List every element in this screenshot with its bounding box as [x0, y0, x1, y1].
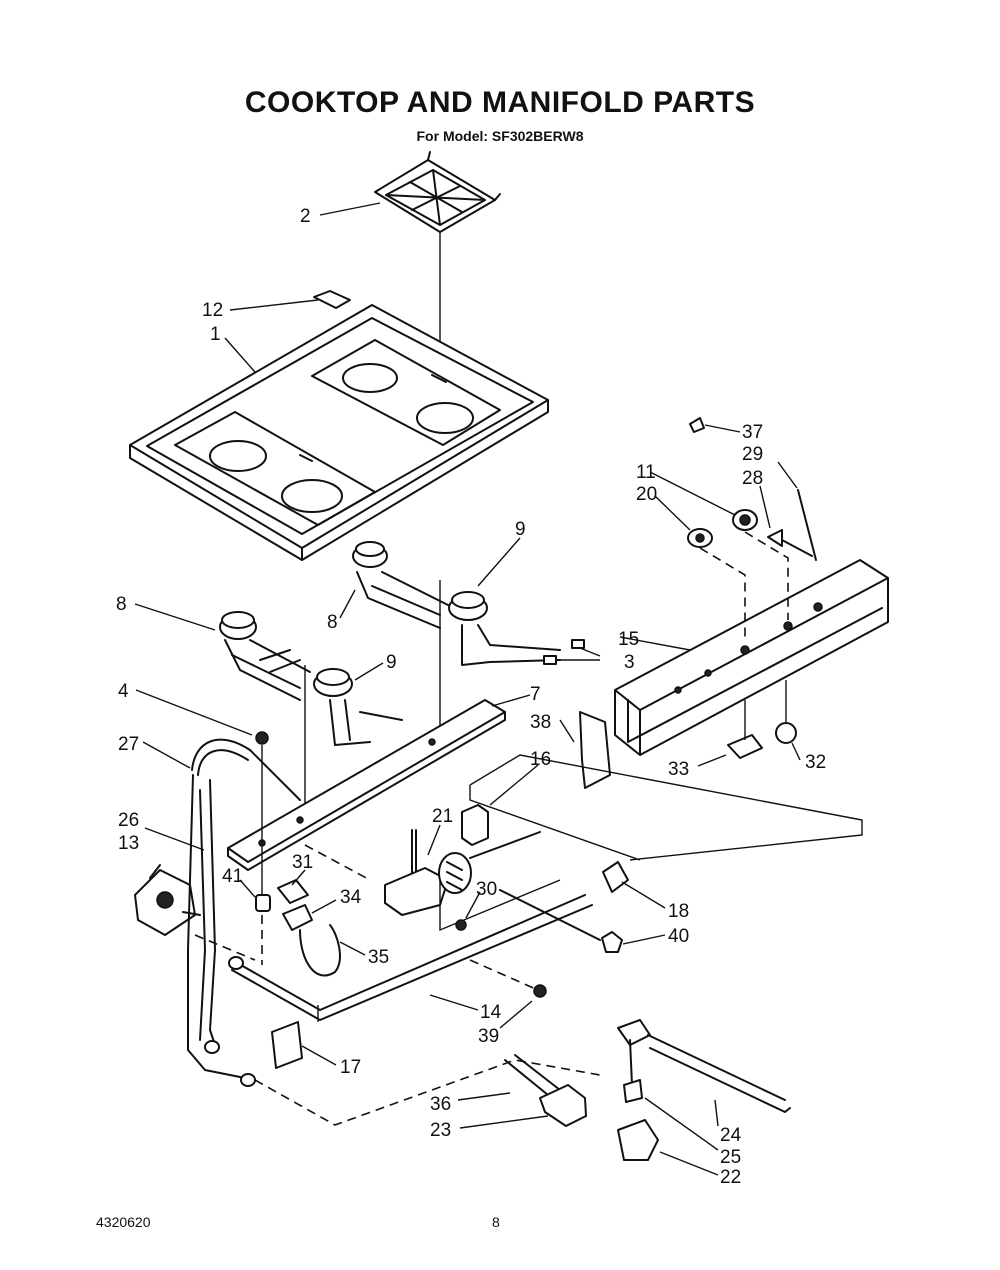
nut-part-40 [601, 931, 623, 953]
bracket-part-31 [277, 879, 309, 904]
screw-part-30 [455, 919, 467, 931]
label-part-27: 27 [118, 734, 139, 755]
spacer-part-41 [255, 894, 271, 912]
burner-grate-part-2 [374, 151, 501, 233]
burner-assembly-rear [352, 541, 561, 666]
manifold-panel-part-15 [614, 559, 889, 756]
wire-part-35 [299, 924, 341, 977]
label-part-41: 41 [222, 866, 243, 887]
cooktop-part-1 [129, 304, 549, 561]
label-part-30: 30 [476, 879, 497, 900]
label-part-22: 22 [720, 1167, 741, 1188]
label-part-18: 18 [668, 901, 689, 922]
label-part-33: 33 [668, 759, 689, 780]
broiler-burner-assembly [504, 1019, 791, 1161]
label-part-40: 40 [668, 926, 689, 947]
label-part-38: 38 [530, 712, 551, 733]
label-part-12: 12 [202, 300, 223, 321]
label-part-4: 4 [118, 681, 129, 702]
clip-part-33 [727, 734, 763, 759]
nut-part-32 [775, 722, 797, 744]
label-part-8a: 8 [116, 594, 127, 615]
valve-knobs [687, 417, 817, 561]
label-part-8b: 8 [327, 612, 338, 633]
label-part-17: 17 [340, 1057, 361, 1078]
label-part-14: 14 [480, 1002, 502, 1023]
label-part-1: 1 [210, 324, 221, 345]
label-part-15: 15 [618, 629, 639, 650]
nut-part-4 [255, 731, 269, 745]
label-part-2: 2 [300, 206, 311, 227]
support-frame [469, 754, 863, 861]
burner-support-part-7 [227, 699, 506, 871]
label-part-31: 31 [292, 852, 313, 873]
label-part-39: 39 [478, 1026, 499, 1047]
switch-part-16 [461, 804, 489, 846]
label-part-29: 29 [742, 444, 763, 465]
switch-part-34 [282, 904, 313, 931]
model-subtitle: For Model: SF302BERW8 [416, 128, 584, 144]
regulator-valve-part-13 [134, 864, 201, 936]
label-part-34: 34 [340, 887, 362, 908]
leader-lines [134, 202, 801, 1176]
page-title: COOKTOP AND MANIFOLD PARTS [244, 86, 756, 119]
bracket-part-38 [579, 711, 611, 789]
label-part-35: 35 [368, 947, 389, 968]
document-number: 4320620 [96, 1214, 151, 1230]
label-part-28: 28 [742, 468, 763, 489]
label-part-13: 13 [118, 833, 139, 854]
label-part-26: 26 [118, 810, 139, 831]
page-number: 8 [492, 1214, 500, 1230]
label-part-11: 11 [636, 462, 656, 483]
part-labels: 2 12 1 8 8 9 9 4 7 27 26 13 16 21 31 41 … [116, 206, 826, 1188]
label-part-9a: 9 [515, 519, 526, 540]
nut-part-39 [533, 984, 547, 998]
label-part-20: 20 [636, 484, 657, 505]
label-part-36: 36 [430, 1094, 451, 1115]
label-part-25: 25 [720, 1147, 741, 1168]
manifold-pipe-part-14 [228, 894, 593, 1021]
nuts-part-3 [543, 639, 585, 665]
label-part-21: 21 [432, 806, 453, 827]
label-part-7: 7 [530, 684, 541, 705]
label-part-9b: 9 [386, 652, 397, 673]
bracket-part-18 [602, 861, 629, 893]
label-part-37: 37 [742, 422, 763, 443]
label-part-16: 16 [530, 749, 551, 770]
bracket-part-17 [271, 1021, 303, 1069]
tube-part-27 [191, 738, 301, 801]
burner-assembly-front [219, 611, 403, 746]
label-part-32: 32 [805, 752, 826, 773]
tube-part-26 [199, 779, 216, 1046]
label-part-24: 24 [720, 1125, 742, 1146]
label-part-3: 3 [624, 652, 635, 673]
clip-part-12 [313, 290, 351, 309]
label-part-23: 23 [430, 1120, 451, 1141]
